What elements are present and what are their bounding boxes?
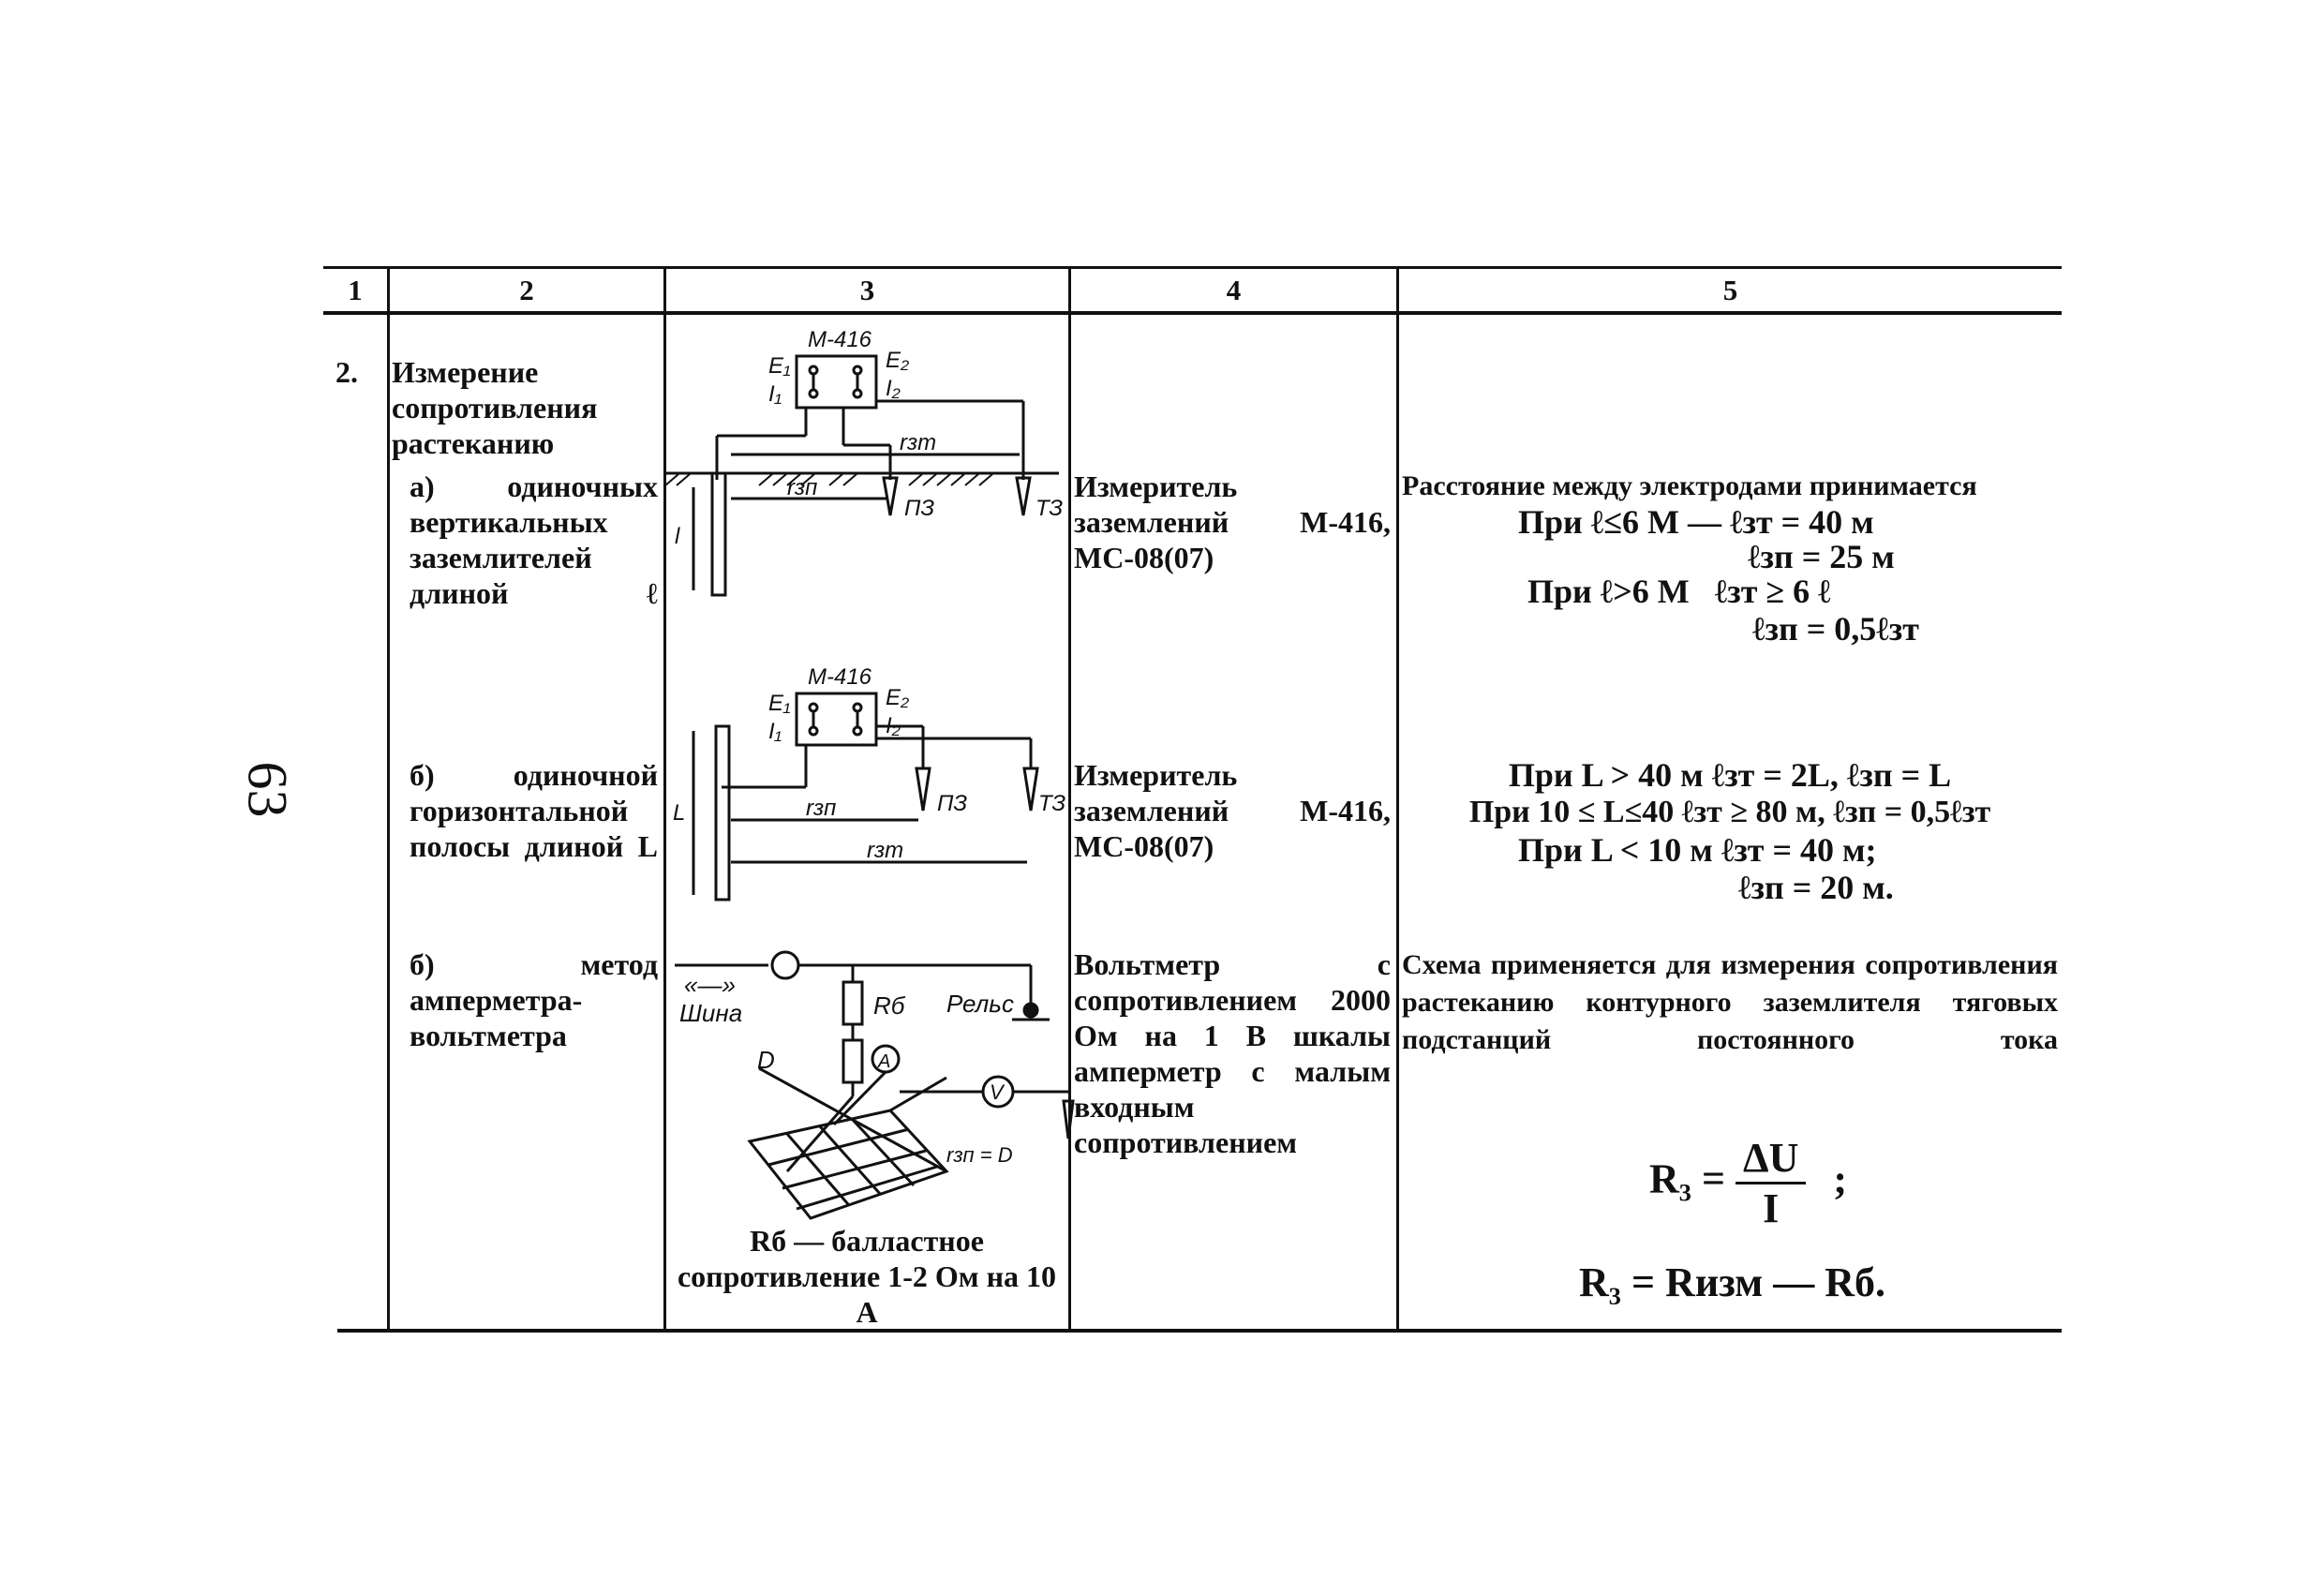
terminal-e1-b: E₁	[768, 691, 791, 716]
horizontal-strip-rod	[714, 724, 731, 901]
column-header-5: 5	[1722, 274, 1738, 306]
table-header-rule	[323, 311, 2062, 315]
formula-1-denominator: I	[1763, 1185, 1780, 1231]
column-divider-1	[387, 266, 390, 1332]
electrode-tz-a: ТЗ	[1035, 496, 1063, 521]
rail-label: Рельс	[946, 990, 1014, 1018]
ammeter-label: A	[877, 1051, 890, 1072]
column-header-3: 3	[859, 274, 875, 306]
terminal-i2-b: I₂	[886, 713, 901, 738]
column-divider-4	[1396, 266, 1399, 1332]
column-header-2: 2	[519, 274, 534, 306]
table-bottom-rule	[337, 1329, 2062, 1333]
item-b-device: Измеритель заземлений М-416, МС-08(07)	[1074, 758, 1391, 863]
item-a-line-5: ℓзп = 0,5ℓзт	[1752, 610, 1919, 648]
terminal-e1-a: E₁	[768, 353, 791, 379]
electrode-pz-b: ПЗ	[937, 791, 967, 816]
distance-zt-a: rзт	[900, 430, 936, 455]
meter-label-b: М-416	[808, 664, 872, 690]
diagram-horizontal-strip: М-416 E₁ I₁ E₂ I₂ rзп rзт ПЗ ТЗ L	[673, 664, 1065, 901]
column-divider-3	[1068, 266, 1071, 1332]
item-b-description: б) одиночной горизонтальной полосы длино…	[410, 758, 658, 863]
electrode-pz-a: ПЗ	[904, 496, 934, 521]
terminal-e2-b: E₂	[886, 685, 909, 710]
item-c-description: б) метод амперметра-вольтметра	[410, 947, 658, 1052]
terminal-i1-b: I₁	[768, 719, 782, 744]
distance-zp-a: rзп	[787, 475, 817, 500]
ballast-caption: Rб — балластное сопротивление 1-2 Ом на …	[677, 1224, 1057, 1329]
item-b-line-4: ℓзп = 20 м.	[1738, 869, 1894, 906]
item-a-line-1: Расстояние между электродами принимается	[1402, 470, 1977, 501]
formula-1-lhs: R₃ =	[1649, 1155, 1726, 1202]
table-top-rule	[323, 266, 2062, 269]
column-header-4: 4	[1226, 274, 1242, 306]
distance-zt-b: rзт	[867, 838, 903, 863]
item-b-line-2: При 10 ≤ L≤40 ℓзт ≥ 80 м, ℓзп = 0,5ℓзт	[1468, 795, 1991, 829]
formula-rz-du-i: R₃ = ΔU I ;	[1649, 1134, 1847, 1232]
item-b-line-1: При L > 40 м ℓзт = 2L, ℓзп = L	[1508, 756, 1952, 794]
page-number: 63	[236, 761, 299, 818]
formula-1-numerator: ΔU	[1736, 1134, 1807, 1184]
diagram-ammeter-voltmeter: «—» Шина Rб Рельс A V D rзп = D	[675, 950, 1075, 1220]
row-number: 2.	[335, 355, 358, 389]
item-a-line-4: При ℓ>6 М ℓзт ≥ 6 ℓ	[1527, 573, 1831, 610]
terminal-i1-a: I₁	[768, 381, 782, 407]
terminal-e2-a: E₂	[886, 348, 909, 373]
terminal-i2-a: I₂	[886, 376, 901, 401]
item-a-description: а) одиночных вертикальных заземлителей д…	[410, 469, 658, 610]
ballast-label: Rб	[873, 991, 906, 1020]
vertical-electrode-rod	[710, 471, 727, 597]
diagram-vertical-electrode: М-416 E₁ I₁ E₂ I₂ rзт rзп ПЗ ТЗ l	[664, 327, 1063, 597]
bus-label: Шина	[679, 999, 742, 1027]
distance-zp-c: rзп = D	[946, 1143, 1013, 1167]
column-divider-2	[663, 266, 666, 1332]
ballast-resistor	[842, 980, 864, 1026]
bus-sign: «—»	[684, 971, 736, 999]
meter-box-b	[795, 692, 878, 747]
length-label-a: l	[675, 524, 680, 549]
formula-rz-rizm-rb: R₃ = Rизм — Rб.	[1579, 1259, 1885, 1305]
item-c-device: Вольтметр с сопротивлением 2000 Ом на 1 …	[1074, 947, 1391, 1159]
item-a-line-3: ℓзп = 25 м	[1748, 538, 1895, 575]
meter-label-a: М-416	[808, 327, 872, 352]
column-header-1: 1	[348, 274, 363, 306]
meter-box-a	[795, 354, 878, 410]
item-a-device: Измеритель заземлений М-416, МС-08(07)	[1074, 469, 1391, 574]
electrode-tz-b: ТЗ	[1038, 791, 1065, 816]
formula-1-fraction: ΔU I	[1736, 1134, 1807, 1232]
grid-diagonal-label: D	[757, 1046, 775, 1074]
item-a-line-2: При ℓ≤6 М — ℓзт = 40 м	[1518, 503, 1874, 541]
item-c-scheme: Схема применяется для измерения сопротив…	[1402, 949, 2058, 1055]
item-b-line-3: При L < 10 м ℓзт = 40 м;	[1518, 831, 1877, 869]
formula-1-tail: ;	[1833, 1155, 1848, 1202]
length-label-b: L	[673, 800, 685, 826]
row-title: Измерение сопротивления растеканию	[392, 355, 598, 460]
distance-zp-b: rзп	[806, 796, 836, 821]
voltmeter-label: V	[990, 1080, 1006, 1104]
